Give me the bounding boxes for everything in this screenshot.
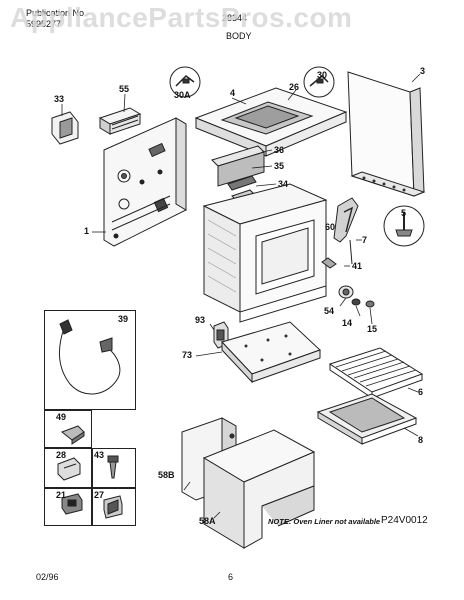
callout-6: 6 — [418, 387, 424, 397]
part-54-knob — [338, 285, 354, 299]
callout-54: 54 — [324, 306, 335, 316]
part-36-bracket — [211, 145, 265, 187]
callout-26: 26 — [289, 82, 300, 92]
callout-27: 27 — [94, 490, 105, 500]
inset-box-21 — [44, 488, 92, 526]
part-8-broiler-pan — [316, 393, 418, 445]
callout-3: 3 — [420, 66, 426, 76]
callout-30: 30 — [317, 70, 328, 80]
watermark: AppliancePartsPros.com — [10, 2, 353, 33]
model-number: 28344 — [222, 13, 248, 23]
part-43-bolt — [107, 455, 119, 479]
callout-30a: 30A — [174, 90, 191, 100]
part-55-block — [98, 107, 142, 135]
part-58a-insulation — [202, 429, 316, 549]
part-21-block — [61, 493, 83, 515]
callout-15: 15 — [367, 324, 378, 334]
part-41-clip — [321, 257, 337, 269]
part-14-screw — [351, 298, 361, 306]
publication-label: Publication No. — [26, 8, 87, 18]
callout-8: 8 — [418, 435, 424, 445]
section-title: BODY — [226, 31, 252, 41]
callout-1: 1 — [84, 226, 90, 236]
callout-55: 55 — [119, 84, 130, 94]
callout-33: 33 — [54, 94, 65, 104]
part-35-bracket — [227, 175, 257, 191]
callout-21: 21 — [56, 490, 67, 500]
part-49-clip — [61, 425, 85, 445]
callout-39: 39 — [118, 314, 129, 324]
callout-73: 73 — [182, 350, 193, 360]
callout-49: 49 — [56, 412, 67, 422]
footer-date: 02/96 — [36, 572, 59, 582]
callout-35: 35 — [274, 161, 285, 171]
oven-liner-note: NOTE: Oven Liner not available — [268, 517, 381, 526]
callout-36: 36 — [274, 145, 285, 155]
inset-box-43 — [92, 448, 136, 488]
inset-box-27 — [92, 488, 136, 526]
callout-34: 34 — [278, 179, 289, 189]
part-15-screw — [365, 300, 375, 308]
part-33-bracket — [51, 111, 79, 145]
part-27-bracket — [103, 495, 123, 519]
part-30-detail — [303, 66, 335, 98]
part-1-side-panel — [103, 117, 187, 247]
callout-7: 7 — [362, 235, 368, 245]
part-28-block — [57, 457, 81, 481]
callout-41: 41 — [352, 261, 363, 271]
callout-58b: 58B — [158, 470, 175, 480]
part-73-bottom-tray — [221, 321, 321, 384]
part-3-back-panel — [347, 71, 426, 197]
callout-28: 28 — [56, 450, 67, 460]
part-6-oven-rack — [328, 347, 424, 399]
part-4-top-pan — [194, 87, 348, 157]
callout-5: 5 — [401, 208, 407, 218]
part-30a-detail — [169, 66, 201, 98]
diagram-code: P24V0012 — [381, 515, 428, 526]
inset-box-39 — [44, 310, 136, 410]
part-39-cord — [59, 319, 121, 395]
callout-93: 93 — [195, 315, 206, 325]
callout-60: 60 — [325, 222, 336, 232]
oven-body-frame — [202, 183, 328, 323]
publication-number: 5995277 — [26, 19, 62, 29]
callout-4: 4 — [230, 88, 236, 98]
footer-page: 6 — [228, 572, 234, 582]
part-5-leveler-detail — [383, 205, 425, 247]
callout-14: 14 — [342, 318, 353, 328]
callout-43: 43 — [94, 450, 105, 460]
inset-box-49 — [44, 410, 92, 448]
callout-58a: 58A — [199, 516, 216, 526]
part-7-hinge — [333, 197, 359, 265]
inset-box-28 — [44, 448, 92, 488]
